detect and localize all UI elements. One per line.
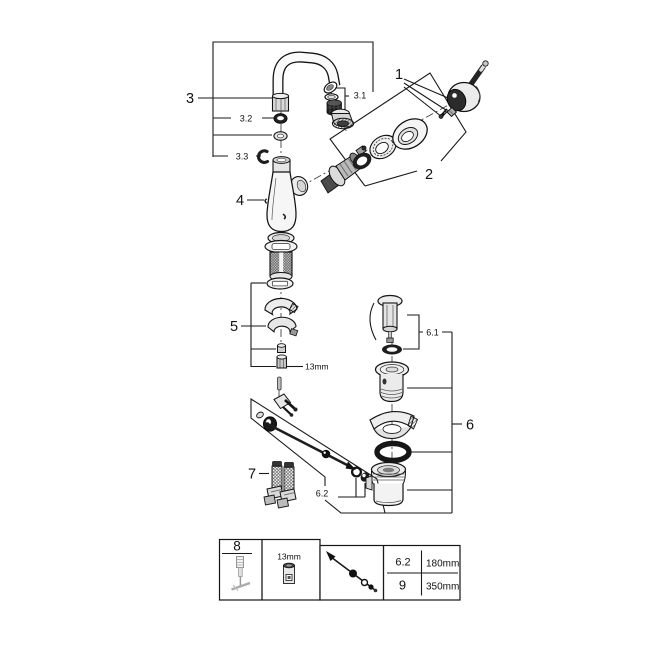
drain-saddle-drawing <box>369 411 419 440</box>
handle-plug-drawing <box>446 106 458 118</box>
callout-2: 2 <box>425 167 433 183</box>
leaders-1 <box>403 78 456 118</box>
rod-clamp-drawing <box>256 376 298 432</box>
callout-6: 6 <box>466 418 474 434</box>
legend-row1-ref: 6.2 <box>395 557 410 569</box>
legend-tool-ref: 8 <box>233 539 241 554</box>
callout-7: 7 <box>248 467 256 483</box>
callout-6-2: 6.2 <box>316 489 329 499</box>
drain-oring-drawing <box>374 440 412 464</box>
cartridge-rings-drawing <box>352 118 428 170</box>
legend-table: 8 13mm 6.2 180m <box>218 539 461 601</box>
callout-3: 3 <box>186 91 194 107</box>
handle-screw-drawing <box>438 108 449 119</box>
bracket-6 <box>407 332 462 513</box>
callout-3-2: 3.2 <box>240 114 253 124</box>
mounting-tool-icon <box>231 556 251 591</box>
centerlines <box>278 88 453 466</box>
nut-size-note: 13mm <box>305 362 329 372</box>
popup-plug-drawing <box>369 294 403 355</box>
popup-rod-drawing <box>265 422 370 482</box>
callout-3-1: 3.1 <box>354 91 367 101</box>
callout-6-1: 6.1 <box>426 328 439 338</box>
spout-drawing <box>271 51 341 112</box>
spout-seals-drawing <box>257 113 288 164</box>
drain-body-drawing <box>365 461 407 507</box>
faucet-body-drawing <box>264 156 309 233</box>
legend-row2-length: 350mm <box>426 582 459 593</box>
drain-flange-drawing <box>374 361 410 403</box>
callout-5: 5 <box>230 319 238 335</box>
handle-drawing <box>446 60 489 113</box>
group-2-outline <box>329 72 467 187</box>
aerator-assembly-drawing <box>324 93 355 130</box>
cartridge-drawing <box>320 145 367 194</box>
connection-hoses-drawing <box>263 461 297 509</box>
popup-rod-icon <box>326 551 378 593</box>
legend-row2-ref: 9 <box>399 578 406 593</box>
bracket-3 <box>198 41 374 157</box>
legend-row1-length: 180mm <box>426 559 459 570</box>
callout-3-3: 3.3 <box>236 152 249 162</box>
callout-1: 1 <box>395 67 403 83</box>
socket-13mm-icon <box>283 562 295 584</box>
callout-labels: 1 2 3 3.1 3.2 3.3 4 5 6 6.1 6.2 7 13mm <box>186 67 474 499</box>
bracket-5 <box>241 282 303 368</box>
bracket-6-1 <box>403 314 452 350</box>
legend-socket-size: 13mm <box>277 552 301 562</box>
callout-4: 4 <box>236 193 244 209</box>
mounting-shank-drawing <box>264 231 298 281</box>
mounting-kit-drawing <box>264 277 299 369</box>
